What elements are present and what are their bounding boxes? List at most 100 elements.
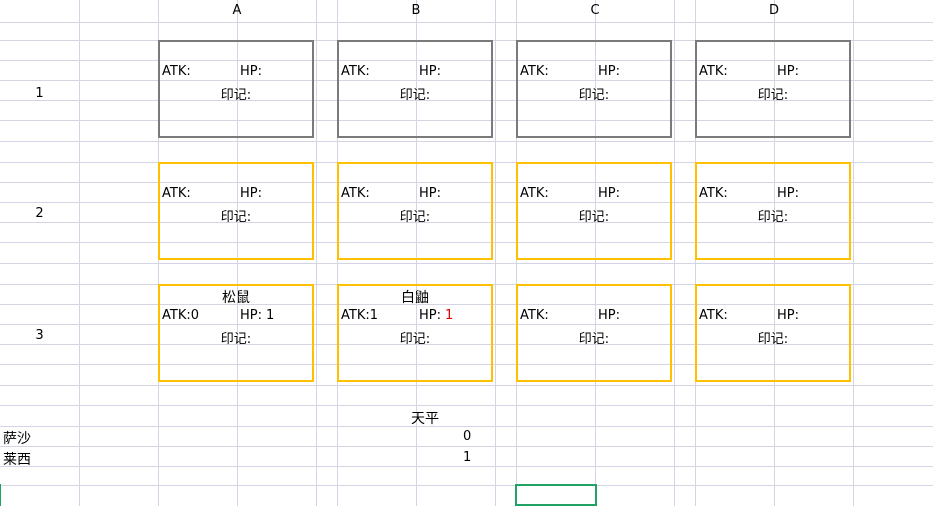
atk-field: ATK: [520,308,598,323]
atk-value: 0 [190,308,200,323]
atk-label: ATK: [162,64,191,79]
mark-label: 印记: [220,210,252,225]
atk-label: ATK: [699,186,728,201]
mark-label: 印记: [757,332,789,347]
hp-label: HP: [240,64,262,79]
hp-field: HP: [598,64,624,79]
hp-field: HP: [598,308,624,323]
card-stats: ATK: HP: [341,64,445,79]
hp-field: HP: 1 [419,308,453,323]
card-stats: ATK: HP: [699,64,803,79]
atk-value: 1 [369,308,379,323]
card-stats: ATK: HP: [162,186,266,201]
mark-label: 印记: [399,88,431,103]
atk-label: ATK: [162,186,191,201]
hp-label: HP: [777,308,799,323]
hp-label: HP: [240,308,262,323]
atk-label: ATK: [341,64,370,79]
atk-field: ATK: [699,64,777,79]
card-stats: ATK: HP: [520,186,624,201]
hp-label: HP: [419,64,441,79]
hp-label: HP: [419,308,441,323]
hp-label: HP: [598,64,620,79]
hp-field: HP: [598,186,624,201]
column-header-c[interactable]: C [590,3,600,18]
mark-label: 印记: [220,332,252,347]
card-stats: ATK: HP: [699,308,803,323]
atk-label: ATK: [520,186,549,201]
card-stats: ATK: HP: [699,186,803,201]
hp-label: HP: [598,308,620,323]
atk-field: ATK: [162,64,240,79]
card-c2[interactable]: ATK: HP: 印记: [516,162,672,260]
atk-field: ATK: [341,186,419,201]
card-name: 白鼬 [401,290,429,306]
hp-field: HP: [777,64,803,79]
hp-field: HP: [240,186,266,201]
scale-title[interactable]: 天平 [411,411,439,427]
card-b1[interactable]: ATK: HP: 印记: [337,40,493,138]
active-cell-selection[interactable] [515,484,597,506]
atk-label: ATK: [341,308,370,323]
hp-field: HP: [777,308,803,323]
hp-label: HP: [419,186,441,201]
card-stats: ATK: HP: [520,308,624,323]
card-stats: ATK: HP: [341,186,445,201]
hp-field: HP: 1 [240,308,274,323]
column-header-d[interactable]: D [768,3,779,18]
mark-label: 印记: [757,88,789,103]
atk-field: ATK: [699,186,777,201]
card-d3[interactable]: ATK: HP: 印记: [695,284,851,382]
card-a1[interactable]: ATK: HP: 印记: [158,40,314,138]
card-stats: ATK: HP: [162,64,266,79]
hp-field: HP: [419,186,445,201]
left-edge-marker [0,484,1,506]
card-name: 松鼠 [222,290,250,306]
player-name-leshy[interactable]: 莱西 [3,452,31,468]
card-b2[interactable]: ATK: HP: 印记: [337,162,493,260]
card-a2[interactable]: ATK: HP: 印记: [158,162,314,260]
player-name-sasha[interactable]: 萨沙 [3,431,31,447]
mark-label: 印记: [578,332,610,347]
atk-label: ATK: [699,308,728,323]
mark-label: 印记: [757,210,789,225]
row-header-2[interactable]: 2 [35,206,44,221]
mark-label: 印记: [399,210,431,225]
hp-label: HP: [777,186,799,201]
atk-field: ATK: [162,186,240,201]
column-header-b[interactable]: B [411,3,421,18]
hp-label: HP: [777,64,799,79]
mark-label: 印记: [578,210,610,225]
mark-label: 印记: [220,88,252,103]
card-d1[interactable]: ATK: HP: 印记: [695,40,851,138]
hp-label: HP: [598,186,620,201]
mark-label: 印记: [399,332,431,347]
hp-value: 1 [445,308,454,323]
player-value-leshy[interactable]: 1 [463,450,472,465]
row-header-1[interactable]: 1 [35,86,44,101]
atk-label: ATK: [162,308,191,323]
atk-field: ATK:0 [162,308,240,323]
hp-field: HP: [240,64,266,79]
hp-value: 1 [266,308,275,323]
atk-label: ATK: [699,64,728,79]
column-header-a[interactable]: A [232,3,242,18]
atk-label: ATK: [520,308,549,323]
player-value-sasha[interactable]: 0 [463,429,472,444]
atk-field: ATK: [520,64,598,79]
atk-field: ATK: [341,64,419,79]
card-d2[interactable]: ATK: HP: 印记: [695,162,851,260]
card-c3[interactable]: ATK: HP: 印记: [516,284,672,382]
atk-field: ATK: [699,308,777,323]
mark-label: 印记: [578,88,610,103]
atk-label: ATK: [341,186,370,201]
card-stats: ATK:HP: [520,64,624,79]
card-c1[interactable]: ATK:HP: 印记: [516,40,672,138]
atk-field: ATK: [520,186,598,201]
row-header-3[interactable]: 3 [35,328,44,343]
